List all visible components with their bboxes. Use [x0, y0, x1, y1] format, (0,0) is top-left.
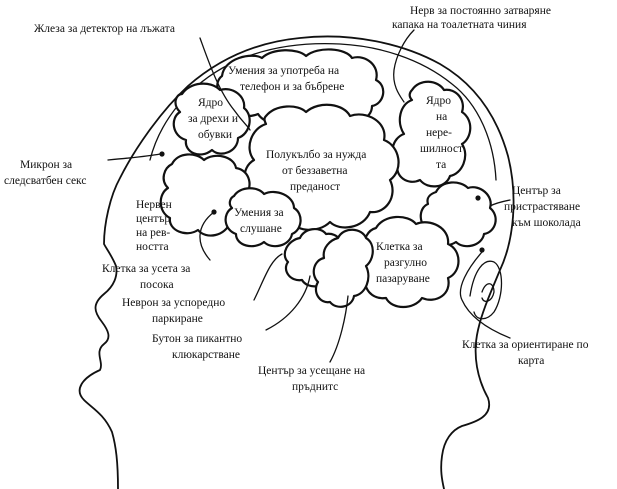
label-chocolate-line2: пристрастяване — [504, 201, 580, 213]
map-dot — [479, 247, 485, 253]
label-clothes-line1: Ядро — [198, 97, 223, 109]
label-shopping-line1: Клетка за — [376, 241, 423, 253]
label-micron-line2: следсватбен секс — [4, 175, 86, 187]
label-map-line1: Клетка за ориентиране по — [462, 339, 589, 351]
pointer-toilet-nerve — [393, 29, 415, 103]
label-toilet-nerve-line2: капака на тоалетната чиния — [392, 19, 527, 31]
label-listening-line2: слушане — [240, 223, 282, 235]
label-direction-line1: Клетка за усета за — [102, 263, 190, 275]
listening-skills-lobe — [224, 187, 302, 248]
label-shopping-line3: пазаруване — [376, 273, 430, 285]
label-nervousness-line5: та — [436, 159, 446, 171]
label-listening-line1: Умения за — [234, 207, 284, 219]
label-parking-line1: Неврон за успоредно — [122, 297, 225, 309]
ear-inner — [481, 283, 495, 303]
label-jealousy-line1: Нервен — [136, 199, 172, 211]
pointer-lie-detector — [199, 37, 251, 131]
label-phone-line2: телефон и за бъбрене — [240, 81, 344, 93]
label-chocolate-line3: към шоколада — [512, 217, 581, 229]
label-map-line2: карта — [518, 355, 544, 367]
label-direction-line2: посока — [140, 279, 174, 291]
label-clothes-line3: обувки — [198, 129, 232, 141]
pointer-parking — [253, 253, 283, 301]
ear-outline — [469, 260, 503, 320]
label-jealousy-line3: на рев- — [136, 227, 170, 239]
pointer-direction — [199, 211, 215, 261]
label-gossip-line2: клюкарстване — [172, 349, 240, 361]
label-nervousness-line3: нере- — [426, 127, 452, 139]
label-nervousness-line4: шилност — [420, 143, 463, 155]
direction-dot — [211, 209, 217, 215]
label-nervousness-line1: Ядро — [426, 95, 451, 107]
label-parking-line2: паркиране — [152, 313, 203, 325]
label-devotion-line1: Полукълбо за нужда — [266, 149, 366, 161]
parking-neuron-lobe — [312, 228, 374, 308]
pointer-micron — [107, 153, 161, 161]
micron-dot — [159, 151, 165, 157]
label-nervousness-line2: на — [436, 111, 447, 123]
label-clothes-line2: за дрехи и — [188, 113, 238, 125]
label-micron-line1: Микрон за — [20, 159, 72, 171]
label-phone-line1: Умения за употреба на — [228, 65, 339, 77]
head-outline — [78, 35, 515, 489]
pointer-map — [459, 251, 511, 339]
pointer-gossip — [265, 275, 311, 331]
label-lie-detector: Жлеза за детектор на лъжата — [34, 23, 175, 35]
pointer-chocolate — [489, 199, 511, 207]
label-devotion-line2: от беззаветна — [282, 165, 348, 177]
nervousness-core-lobe — [391, 80, 472, 188]
label-gossip-line1: Бутон за пикантно — [152, 333, 242, 345]
clothes-core-lobe — [172, 82, 251, 156]
label-jealousy-line4: ността — [136, 241, 169, 253]
label-jealousy-line2: център — [136, 213, 170, 225]
label-shopping-line2: разгулно — [384, 257, 427, 269]
label-snoring-line1: Център за усещане на — [258, 365, 365, 377]
chocolate-dot — [475, 195, 481, 201]
label-snoring-line2: пръднитс — [292, 381, 338, 393]
label-devotion-line3: преданост — [290, 181, 340, 193]
label-chocolate-line1: Център за — [512, 185, 561, 197]
label-toilet-nerve-line1: Нерв за постоянно затваряне — [410, 5, 551, 17]
pointer-snoring — [329, 295, 349, 363]
